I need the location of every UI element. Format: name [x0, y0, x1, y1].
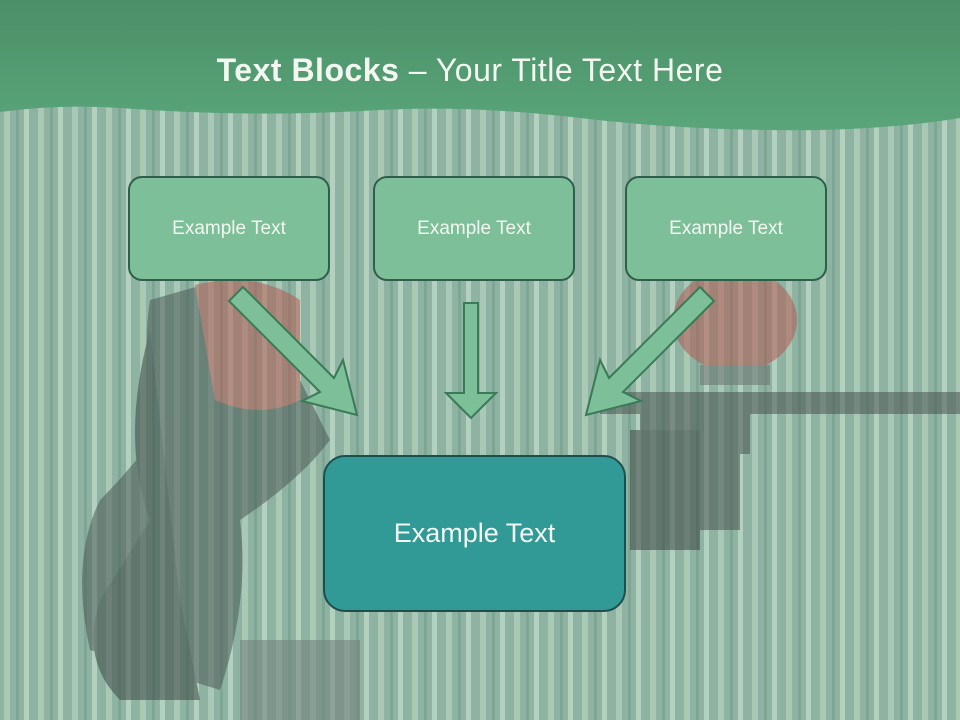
player-silhouette — [82, 280, 360, 720]
slide-title: Text Blocks – Your Title Text Here — [0, 52, 940, 89]
text-block-center[interactable]: Example Text — [373, 176, 575, 281]
header-band — [0, 0, 960, 131]
arrow-down-right-icon — [227, 285, 359, 417]
title-dash: – — [399, 52, 436, 88]
text-block-main[interactable]: Example Text — [323, 455, 626, 612]
title-rest: Your Title Text Here — [435, 52, 724, 88]
text-block-left[interactable]: Example Text — [128, 176, 330, 281]
text-block-main-label: Example Text — [393, 518, 556, 548]
arrow-down-icon — [443, 302, 499, 420]
title-bold: Text Blocks — [216, 52, 400, 88]
text-block-left-label: Example Text — [172, 217, 286, 239]
text-block-center-label: Example Text — [417, 217, 531, 239]
arrow-down-left-icon — [584, 285, 716, 417]
text-block-right-label: Example Text — [669, 217, 783, 239]
text-block-right[interactable]: Example Text — [625, 176, 827, 281]
